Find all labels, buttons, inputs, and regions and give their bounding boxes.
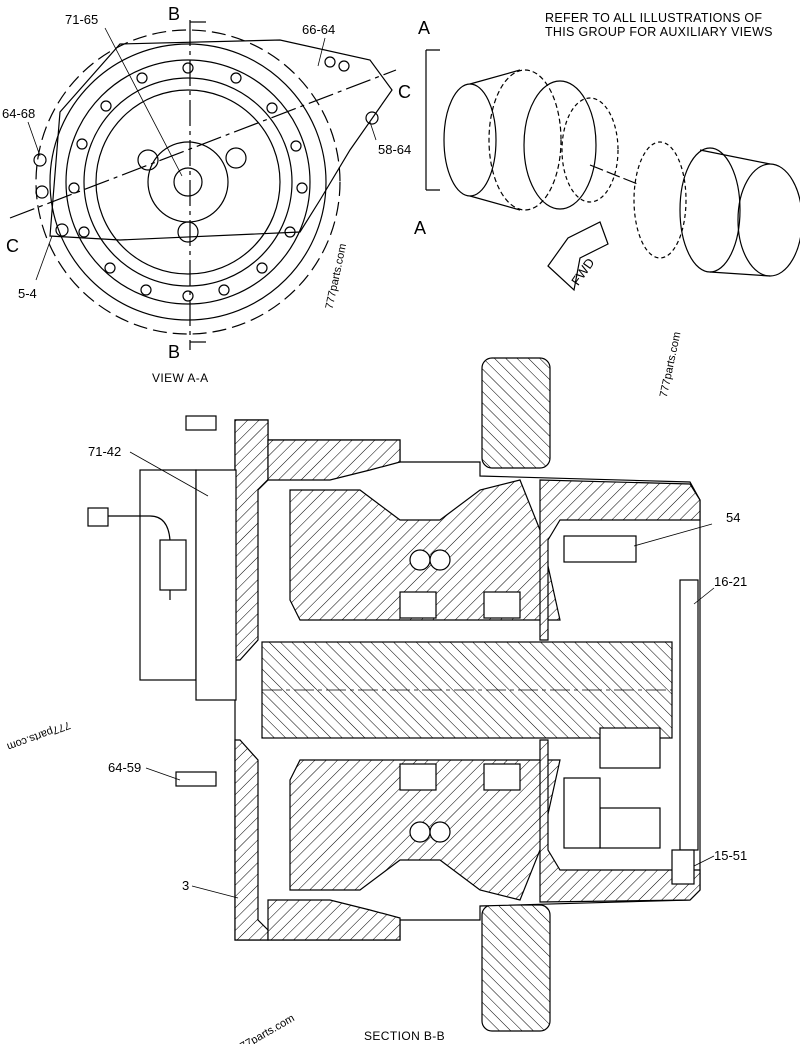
leader-64-68 — [27, 121, 41, 157]
label-54: 54 — [726, 510, 740, 525]
watermark-bottom: 777parts.com — [233, 1012, 297, 1044]
view-aa-drawing — [9, 20, 397, 350]
leader-5-4 — [35, 235, 53, 281]
sprocket-teeth-outline — [35, 29, 341, 335]
section-mark-b-top: B — [168, 4, 180, 24]
caption-section-bb: SECTION B-B — [364, 1029, 445, 1043]
label-58-64: 58-64 — [378, 142, 411, 157]
label-71-42: 71-42 — [88, 444, 121, 459]
label-5-4: 5-4 — [18, 286, 37, 301]
leader-58-64 — [369, 121, 377, 141]
bolt-top — [185, 415, 217, 431]
label-3: 3 — [182, 878, 189, 893]
fwd-arrow-icon — [547, 221, 609, 292]
leader-64-59 — [145, 767, 181, 781]
label-66-64: 66-64 — [302, 22, 335, 37]
bolt-54 — [563, 535, 637, 563]
caption-view-aa: VIEW A-A — [152, 371, 209, 385]
fwd-label: FWD — [568, 255, 597, 288]
label-64-68: 64-68 — [2, 106, 35, 121]
leader-71-42 — [129, 451, 209, 497]
sprocket-bottom — [481, 904, 551, 1032]
watermark-top-right: 777parts.com — [658, 331, 684, 399]
leader-15-51 — [693, 855, 715, 867]
label-16-21: 16-21 — [714, 574, 747, 589]
leader-71-65 — [104, 27, 183, 177]
guard-plate — [49, 39, 393, 241]
sprocket-top — [481, 357, 551, 469]
label-15-51: 15-51 — [714, 848, 747, 863]
section-line-cc — [9, 69, 397, 219]
leader-66-64 — [317, 37, 326, 67]
bolt-64-59 — [175, 771, 217, 787]
leader-54 — [633, 523, 713, 547]
section-mark-a-bottom: A — [414, 218, 426, 238]
refer-note-line1: REFER TO ALL ILLUSTRATIONS OF — [545, 11, 762, 25]
section-mark-c-left: C — [6, 236, 19, 256]
section-bb-drawing — [87, 357, 715, 1032]
section-mark-c-right: C — [398, 82, 411, 102]
label-71-65: 71-65 — [65, 12, 98, 27]
watermark-left: 777parts.com — [5, 719, 72, 753]
refer-note-line2: THIS GROUP FOR AUXILIARY VIEWS — [545, 25, 773, 39]
label-64-59: 64-59 — [108, 760, 141, 775]
isometric-auxiliary-view — [443, 69, 800, 292]
section-mark-a-top: A — [418, 18, 430, 38]
section-mark-b-bottom: B — [168, 342, 180, 362]
watermark-view: 777parts.com — [324, 243, 350, 311]
leader-3 — [191, 885, 239, 899]
bolt-hole-ring — [33, 56, 379, 302]
leader-16-21 — [693, 587, 715, 605]
